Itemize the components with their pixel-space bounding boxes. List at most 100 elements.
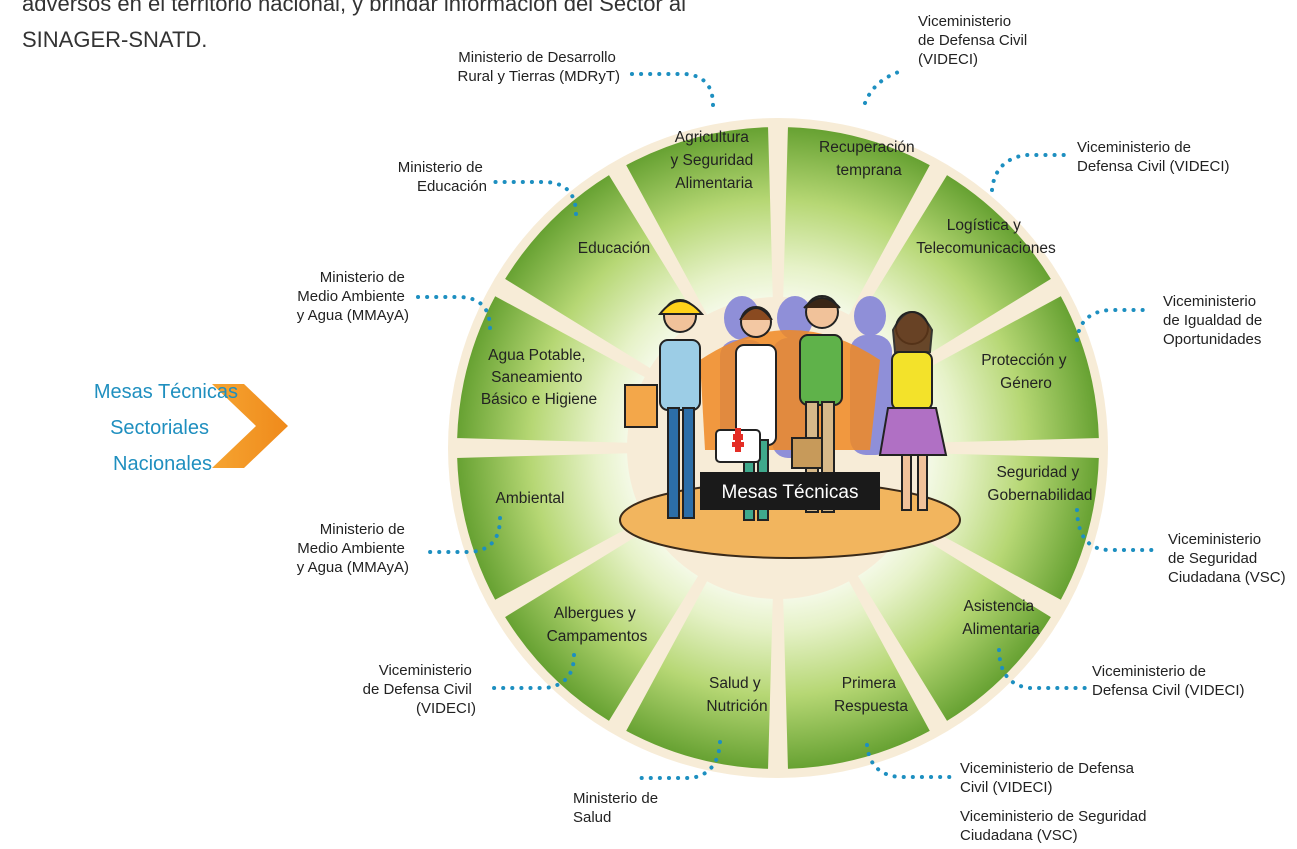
ann-agua-l3: y Agua (MMAyA) [297, 307, 409, 324]
ann-recuperacion-l2: de Defensa Civil [918, 32, 1027, 49]
woman-yellow-figure [878, 311, 948, 511]
seg-asistencia-l1: Asistencia [964, 598, 1035, 615]
segment-label-proteccion: Protección y Género [981, 352, 1071, 392]
ann-primera-l4: Ciudadana (VSC) [960, 827, 1078, 844]
ann-primera-l2: Civil (VIDECI) [960, 779, 1053, 796]
segment-label-asistencia: Asistencia Alimentaria [962, 598, 1040, 638]
segment-label-salud: Salud y Nutrición [706, 675, 767, 715]
ann-seguridad: Viceministerio de Seguridad Ciudadana (V… [1168, 531, 1286, 586]
ann-agua-l2: Medio Ambiente [297, 288, 405, 305]
ann-logistica-l1: Viceministerio de [1077, 139, 1191, 156]
ann-agua: Ministerio de Medio Ambiente y Agua (MMA… [297, 269, 409, 324]
connector-recuperacion [863, 68, 907, 105]
connector-logistica [990, 153, 1072, 192]
seg-proteccion-l2: Género [1000, 375, 1052, 392]
seg-ambiental-l1: Ambiental [496, 490, 565, 507]
ann-proteccion-l2: de Igualdad de [1163, 312, 1262, 329]
ann-salud-l2: Salud [573, 809, 611, 826]
seg-educacion-l1: Educación [578, 240, 650, 257]
ann-asistencia: Viceministerio de Defensa Civil (VIDECI) [1092, 663, 1245, 699]
seg-recuperacion-l1: Recuperación [819, 139, 915, 156]
connector-educacion [493, 180, 578, 216]
ann-salud: Ministerio de Salud [573, 790, 662, 826]
wheel-segment-ambiental [455, 451, 648, 603]
seg-salud-l2: Nutrición [706, 698, 767, 715]
seg-agua-l2: Saneamiento [491, 369, 582, 386]
seg-salud-l1: Salud y [709, 675, 761, 692]
wheel-segment-albergues [502, 525, 701, 724]
connector-proteccion [1075, 308, 1152, 342]
connector-seguridad [1075, 508, 1157, 552]
ann-asistencia-l1: Viceministerio de [1092, 663, 1206, 680]
intro-line-2: SINAGER-SNATD. [22, 27, 208, 52]
ann-recuperacion: Viceministerio de Defensa Civil (VIDECI) [918, 13, 1031, 68]
ann-salud-l1: Ministerio de [573, 790, 658, 807]
side-title: Mesas Técnicas Sectoriales Nacionales [94, 381, 288, 475]
ann-albergues-l3: (VIDECI) [416, 700, 476, 717]
people-illustration: Mesas Técnicas [619, 295, 961, 559]
connector-albergues [488, 653, 576, 690]
seg-asistencia-l2: Alimentaria [962, 621, 1040, 638]
center-label: Mesas Técnicas [722, 482, 859, 503]
seg-logistica-l2: Telecomunicaciones [916, 240, 1056, 257]
ann-agua-l1: Ministerio de [320, 269, 405, 286]
ann-educacion: Ministerio de Educación [398, 159, 487, 195]
center-label-box [700, 472, 880, 510]
ann-primera: Viceministerio de Defensa Civil (VIDECI)… [960, 760, 1151, 844]
segment-label-recuperacion: Recuperación temprana [819, 139, 919, 179]
ann-seguridad-l1: Viceministerio [1168, 531, 1261, 548]
worker-figure [624, 299, 705, 519]
ann-logistica-l2: Defensa Civil (VIDECI) [1077, 158, 1230, 175]
seg-agua-l3: Básico e Higiene [481, 391, 597, 408]
segment-label-educacion: Educación [578, 240, 650, 257]
side-title-line-1: Mesas Técnicas [94, 381, 238, 403]
ann-primera-l1: Viceministerio de Defensa [960, 760, 1135, 777]
ann-agricultura-l1: Ministerio de Desarrollo [458, 49, 616, 66]
seg-recuperacion-l2: temprana [836, 162, 902, 179]
ann-agricultura: Ministerio de Desarrollo Rural y Tierras… [457, 49, 620, 85]
seg-logistica-l1: Logística y [947, 217, 1021, 234]
ann-albergues-l2: de Defensa Civil [363, 681, 472, 698]
connector-agua [416, 295, 492, 330]
segment-label-ambiental: Ambiental [496, 490, 565, 507]
seg-agricultura-l2: y Seguridad [670, 152, 753, 169]
ann-educacion-l1: Ministerio de [398, 159, 483, 176]
seg-proteccion-l1: Protección y [981, 352, 1067, 369]
ann-seguridad-l3: Ciudadana (VSC) [1168, 569, 1286, 586]
ann-recuperacion-l1: Viceministerio [918, 13, 1011, 30]
intro-text: adversos en el territorio nacional, y br… [22, 0, 882, 58]
side-title-line-3: Nacionales [113, 453, 212, 475]
ann-ambiental: Ministerio de Medio Ambiente y Agua (MMA… [297, 521, 409, 576]
connector-asistencia [997, 648, 1087, 690]
ann-ambiental-l2: Medio Ambiente [297, 540, 405, 557]
seg-agricultura-l3: Alimentaria [675, 175, 753, 192]
segment-label-logistica: Logística y Telecomunicaciones [916, 217, 1056, 257]
ann-logistica: Viceministerio de Defensa Civil (VIDECI) [1077, 139, 1230, 175]
seg-agricultura-l1: Agricultura [675, 129, 749, 146]
connector-agricultura [628, 72, 715, 107]
seg-agua-l1: Agua Potable, [488, 347, 585, 364]
ann-proteccion-l1: Viceministerio [1163, 293, 1256, 310]
seg-seguridad-l2: Gobernabilidad [987, 487, 1092, 504]
side-title-line-2: Sectoriales [110, 417, 209, 439]
connector-primera [865, 743, 957, 779]
ann-albergues: Viceministerio de Defensa Civil (VIDECI) [363, 662, 476, 717]
ann-proteccion-l3: Oportunidades [1163, 331, 1261, 348]
segment-labels: Recuperación temprana Logística y Teleco… [481, 129, 1093, 715]
dotted-connectors [416, 68, 1157, 780]
ann-ambiental-l1: Ministerio de [320, 521, 405, 538]
ann-proteccion: Viceministerio de Igualdad de Oportunida… [1163, 293, 1266, 348]
ann-educacion-l2: Educación [417, 178, 487, 195]
segment-label-albergues: Albergues y Campamentos [547, 605, 648, 645]
ann-agricultura-l2: Rural y Tierras (MDRyT) [457, 68, 620, 85]
intro-line-1: adversos en el territorio nacional, y br… [22, 0, 686, 16]
ministry-annotations: Viceministerio de Defensa Civil (VIDECI)… [297, 13, 1286, 844]
ann-recuperacion-l3: (VIDECI) [918, 51, 978, 68]
wheel-segment-salud [623, 578, 775, 771]
wheel-segment-primera [781, 578, 933, 771]
orange-chevron-icon [212, 384, 288, 468]
seg-primera-l1: Primera [842, 675, 897, 692]
segment-label-agua: Agua Potable, Saneamiento Básico e Higie… [481, 347, 597, 408]
connector-ambiental [423, 516, 502, 554]
ann-seguridad-l2: de Seguridad [1168, 550, 1257, 567]
